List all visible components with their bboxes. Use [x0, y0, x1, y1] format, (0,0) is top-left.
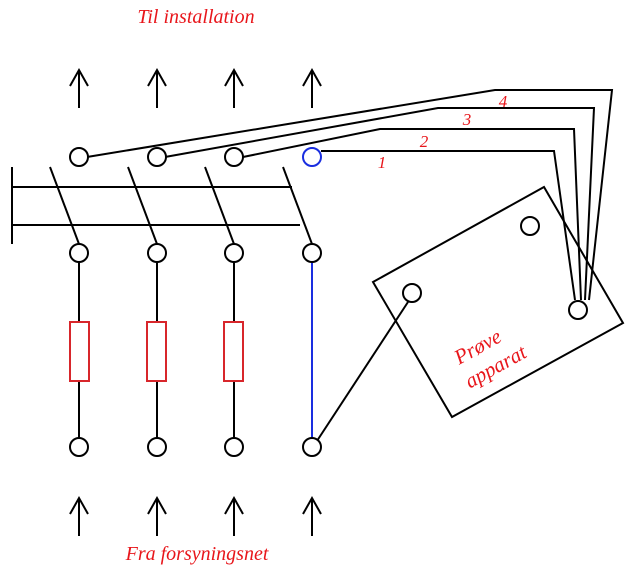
terminal-mid-3 — [224, 243, 244, 263]
up-arrow-icon — [147, 495, 167, 536]
terminal-top-neutral — [302, 147, 322, 167]
fuse-icon — [146, 321, 167, 382]
wire-number-1: 1 — [378, 153, 387, 172]
wire-numbers: 1 2 3 4 — [378, 92, 508, 172]
title-bottom: Fra forsyningsnet — [125, 543, 269, 565]
up-arrow-icon — [224, 67, 244, 108]
terminal-mid-2 — [147, 243, 167, 263]
top-arrows — [69, 67, 322, 108]
device-terminal-b — [402, 283, 422, 303]
fuse-icon — [223, 321, 244, 382]
device-terminal-c — [568, 300, 588, 320]
terminal-bottom-3 — [224, 437, 244, 457]
terminal-mid-neutral — [302, 243, 322, 263]
fuses — [69, 321, 244, 382]
test-leads — [86, 89, 614, 448]
wire-number-3: 3 — [462, 110, 472, 129]
up-arrow-icon — [69, 495, 89, 536]
device-terminal-a — [520, 216, 540, 236]
terminal-mid-1 — [69, 243, 89, 263]
up-arrow-icon — [224, 495, 244, 536]
wire-number-4: 4 — [499, 92, 508, 111]
terminal-bottom-2 — [147, 437, 167, 457]
terminals — [69, 147, 588, 457]
fuse-icon — [69, 321, 90, 382]
wire-number-2: 2 — [420, 132, 429, 151]
title-top: Til installation — [137, 6, 254, 28]
terminal-top-1 — [69, 147, 89, 167]
up-arrow-icon — [302, 67, 322, 108]
switch-blades — [49, 166, 313, 245]
device-label: Prøve apparat — [449, 324, 531, 393]
phase-conductors — [78, 262, 313, 438]
terminal-top-3 — [224, 147, 244, 167]
terminal-bottom-1 — [69, 437, 89, 457]
bottom-arrows — [69, 495, 322, 536]
up-arrow-icon — [302, 495, 322, 536]
test-device-box — [371, 185, 625, 419]
up-arrow-icon — [69, 67, 89, 108]
up-arrow-icon — [147, 67, 167, 108]
terminal-bottom-neutral — [302, 437, 322, 457]
switch-bar — [11, 167, 300, 244]
terminal-top-2 — [147, 147, 167, 167]
